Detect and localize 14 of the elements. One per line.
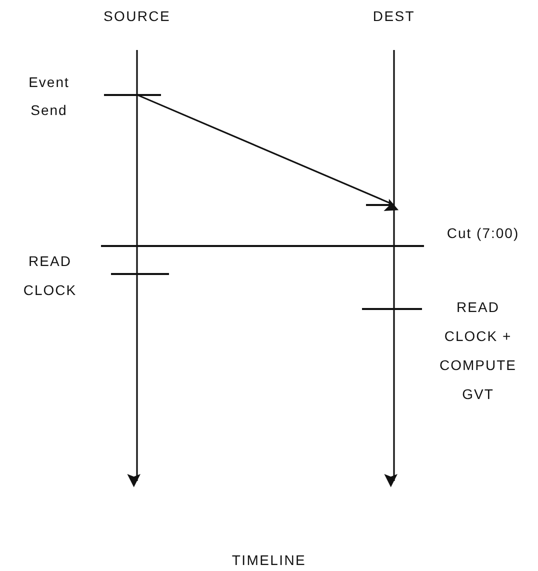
tick-mark: [111, 273, 169, 275]
event-label: READ CLOCK: [22, 252, 78, 300]
timeline-arrow: [384, 50, 398, 488]
event-label: READ CLOCK + COMPUTE GVT: [438, 298, 518, 404]
timeline-arrow: [127, 50, 140, 488]
cut-line: [101, 245, 424, 247]
lane-label: SOURCE: [87, 8, 187, 50]
event-label: Event Send: [28, 73, 70, 120]
tick-mark: [362, 308, 422, 310]
message-arrow: [136, 94, 399, 212]
event-label: Cut (7:00): [446, 224, 520, 243]
tick-mark: [104, 94, 161, 96]
lane-label: DEST: [344, 8, 444, 50]
caption: TIMELINE: [230, 552, 308, 568]
